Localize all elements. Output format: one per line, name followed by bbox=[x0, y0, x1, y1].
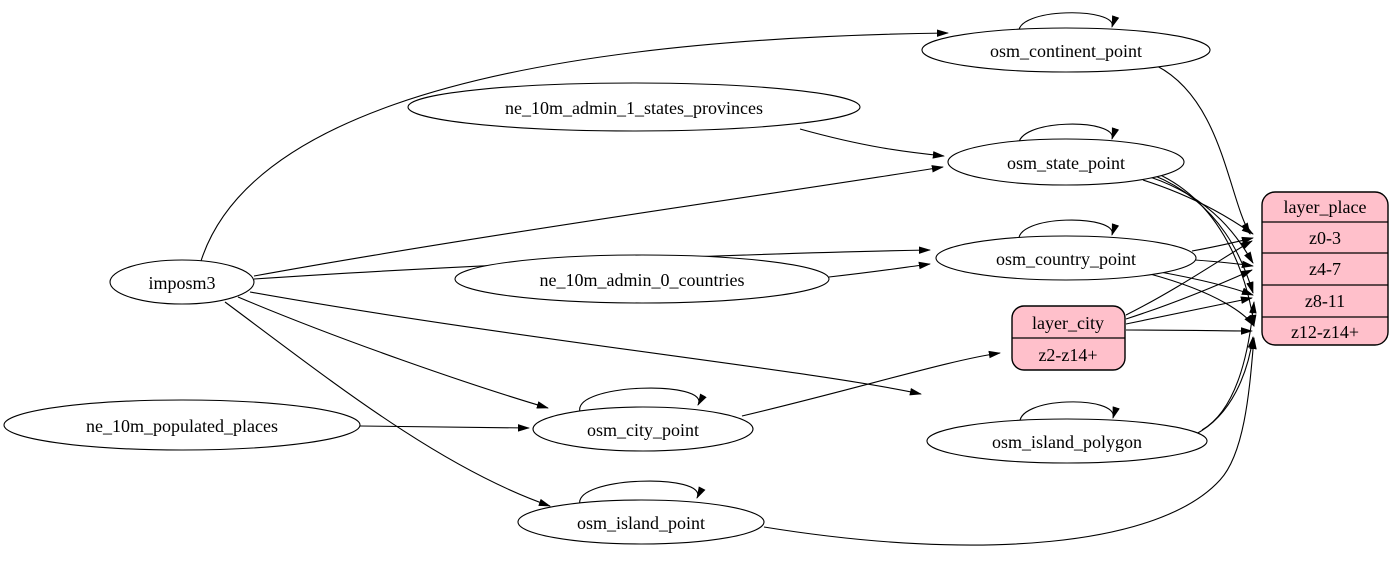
node-osm-island-point-shape bbox=[517, 499, 765, 545]
node-osm-country-point: osm_country_point bbox=[935, 235, 1197, 281]
edge-layer_city-layer_place-z12-z14 bbox=[1125, 327, 1253, 335]
node-ne-10m-admin-0-countries-shape bbox=[454, 254, 830, 304]
node-ne-10m-admin-1-states-provinces-shape bbox=[407, 82, 861, 132]
node-osm-island-point: osm_island_point bbox=[517, 499, 765, 545]
node-osm-island-polygon: osm_island_polygon bbox=[926, 418, 1208, 464]
edge-layer_city-layer_place-z4-7 bbox=[1125, 269, 1253, 320]
edge-osm_city_point-layer_city-z2-z14 bbox=[741, 350, 1001, 417]
node-osm-continent-point: osm_continent_point bbox=[921, 27, 1211, 73]
edge-imposm3-osm_island_polygon bbox=[249, 291, 922, 396]
node-osm-state-point-shape bbox=[947, 138, 1185, 186]
node-layer-place: layer_place z0-3 z4-7 z8-11 z12-z14+ bbox=[1261, 191, 1389, 346]
node-imposm3-shape bbox=[109, 259, 255, 305]
node-osm-continent-point-label: osm_continent_point bbox=[990, 41, 1142, 61]
node-layer-place-box bbox=[1261, 191, 1389, 346]
node-ne-10m-populated-places-shape bbox=[3, 399, 361, 451]
node-osm-city-point-shape bbox=[532, 406, 754, 452]
layer-place-row-z4-7: z4-7 bbox=[1309, 259, 1341, 279]
node-ne-10m-populated-places-label: ne_10m_populated_places bbox=[86, 416, 278, 436]
selfloop-osm_state_point bbox=[1018, 123, 1120, 148]
edge-layer_city-layer_place-z0-3 bbox=[1125, 240, 1253, 316]
node-osm-state-point-label: osm_state_point bbox=[1007, 153, 1125, 173]
node-ne-10m-admin-1-states-provinces: ne_10m_admin_1_states_provinces bbox=[407, 82, 861, 132]
node-layer-place-title: layer_place bbox=[1284, 197, 1367, 217]
layer-city-row-z2-z14: z2-z14+ bbox=[1038, 345, 1097, 365]
node-osm-island-point-label: osm_island_point bbox=[577, 513, 705, 533]
node-osm-country-point-label: osm_country_point bbox=[996, 249, 1136, 269]
node-ne-10m-admin-0-countries: ne_10m_admin_0_countries bbox=[454, 254, 830, 304]
edge-imposm3-osm_city_point bbox=[237, 296, 549, 409]
node-osm-island-polygon-label: osm_island_polygon bbox=[992, 432, 1142, 452]
edge-ne_10m_admin_1_states_provinces-osm_state_point bbox=[799, 128, 945, 159]
node-osm-island-polygon-shape bbox=[926, 418, 1208, 464]
node-layer-city-title: layer_city bbox=[1032, 313, 1104, 333]
edge-ne_10m_admin_0_countries-osm_country_point bbox=[828, 261, 931, 278]
edge-osm_country_point-layer_place-z8-11 bbox=[1159, 271, 1254, 296]
edge-layer_city-layer_place-z8-11 bbox=[1125, 296, 1253, 325]
selfloop-osm_country_point bbox=[1018, 219, 1120, 243]
node-ne-10m-admin-0-countries-label: ne_10m_admin_0_countries bbox=[540, 270, 745, 290]
edge-imposm3-osm_continent_point bbox=[200, 29, 949, 262]
edge-osm_country_point-layer_place-z0-3 bbox=[1191, 236, 1254, 252]
node-ne-10m-populated-places: ne_10m_populated_places bbox=[3, 399, 361, 451]
node-imposm3-label: imposm3 bbox=[148, 273, 215, 293]
node-osm-continent-point-shape bbox=[921, 27, 1211, 73]
node-osm-city-point-label: osm_city_point bbox=[587, 420, 699, 440]
selfloop-osm_continent_point bbox=[1018, 12, 1120, 35]
edge-imposm3-osm_state_point bbox=[253, 165, 944, 277]
edge-osm_state_point-layer_place-z8-11 bbox=[1152, 174, 1254, 294]
layer-place-row-z0-3: z0-3 bbox=[1309, 228, 1341, 248]
layer-place-row-z8-11: z8-11 bbox=[1305, 291, 1345, 311]
node-layer-city: layer_city z2-z14+ bbox=[1011, 305, 1126, 371]
edge-imposm3-osm_island_point bbox=[224, 301, 551, 507]
layer-place-row-z12-z14: z12-z14+ bbox=[1291, 322, 1359, 342]
selfloop-osm_city_point bbox=[579, 387, 707, 413]
edge-osm_state_point-layer_place-z0-3 bbox=[1142, 179, 1254, 235]
edge-osm_state_point-layer_place-z4-7 bbox=[1149, 176, 1254, 264]
edge-osm_country_point-layer_place-z4-7 bbox=[1194, 259, 1254, 269]
node-ne-10m-admin-1-states-provinces-label: ne_10m_admin_1_states_provinces bbox=[505, 98, 763, 118]
edge-ne_10m_populated_places-osm_city_point bbox=[359, 424, 530, 432]
edge-osm_island_point-layer_place-z12-z14 bbox=[763, 337, 1257, 546]
edge-osm_country_point-layer_place-z12-z14 bbox=[1149, 273, 1255, 327]
node-imposm3: imposm3 bbox=[109, 259, 255, 305]
selfloop-osm_island_point bbox=[579, 480, 706, 506]
node-osm-state-point: osm_state_point bbox=[947, 138, 1185, 186]
selfloop-osm_island_polygon bbox=[1019, 401, 1120, 426]
edge-osm_continent_point-layer_place-z0-3 bbox=[1156, 65, 1251, 235]
node-osm-country-point-shape bbox=[935, 235, 1197, 281]
node-osm-city-point: osm_city_point bbox=[532, 406, 754, 452]
edges bbox=[200, 12, 1257, 546]
